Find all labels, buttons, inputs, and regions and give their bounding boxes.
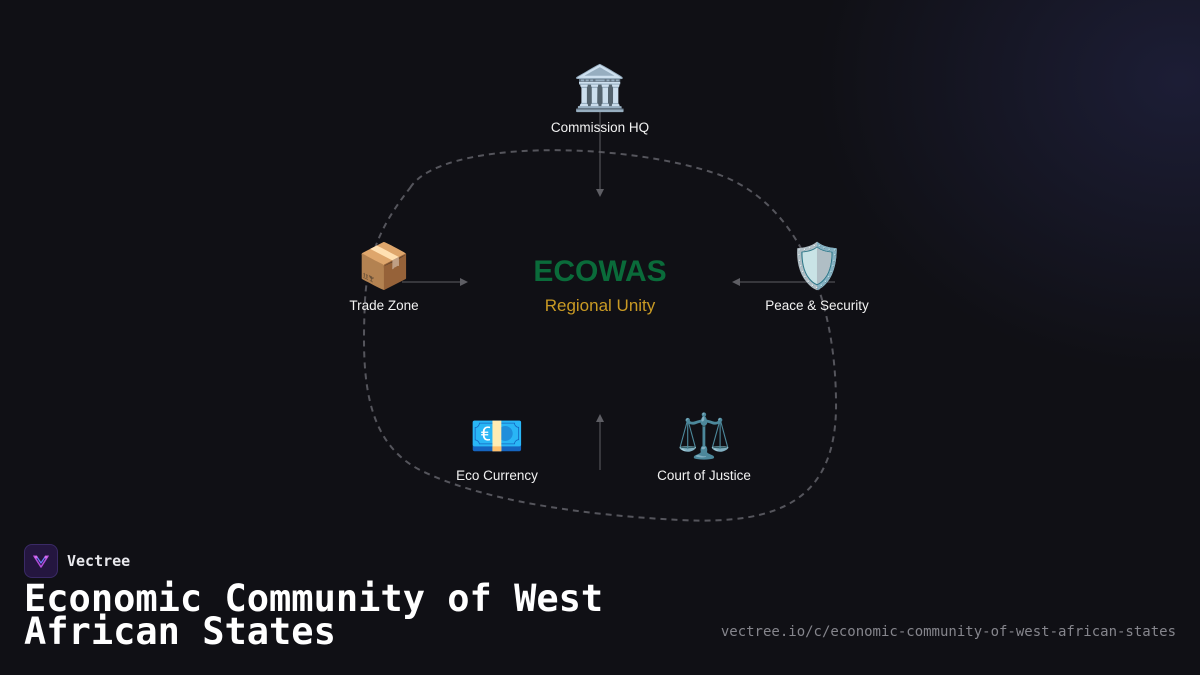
brand-name: Vectree (67, 552, 131, 570)
node-label-eco-currency: Eco Currency (456, 468, 538, 483)
node-label-trade-zone: Trade Zone (349, 298, 419, 313)
node-label-court-of-justice: Court of Justice (657, 468, 751, 483)
node-trade-zone: 📦 Trade Zone (294, 241, 474, 314)
node-label-commission-hq: Commission HQ (550, 120, 650, 135)
node-commission-hq: 🏛️ Commission HQ (510, 63, 690, 136)
vectree-logo-icon (24, 544, 58, 578)
center-subtitle: Regional Unity (544, 296, 656, 315)
node-court-of-justice: ⚖️ Court of Justice (614, 411, 794, 484)
node-eco-currency: 💶 Eco Currency (407, 411, 587, 484)
shield-icon: 🛡️ (789, 241, 845, 292)
classical-building-icon: 🏛️ (572, 63, 628, 114)
balance-scale-icon: ⚖️ (676, 411, 732, 462)
brand[interactable]: Vectree (24, 544, 130, 578)
center-title: ECOWAS (533, 255, 667, 288)
package-icon: 📦 (356, 241, 412, 292)
node-peace-security: 🛡️ Peace & Security (727, 241, 907, 314)
page-url[interactable]: vectree.io/c/economic-community-of-west-… (720, 624, 1176, 640)
node-label-peace-security: Peace & Security (765, 298, 869, 313)
euro-banknote-icon: 💶 (469, 411, 525, 462)
page-title: Economic Community of West African State… (24, 577, 604, 653)
dashed-loop (363, 149, 838, 522)
